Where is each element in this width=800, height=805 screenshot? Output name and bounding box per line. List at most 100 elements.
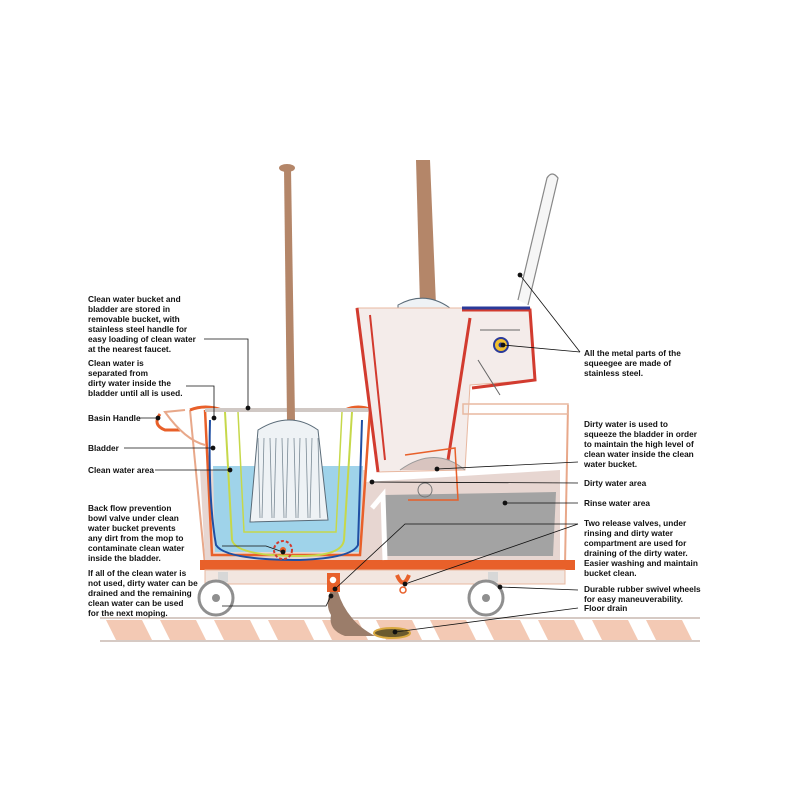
mop-head-left: [249, 419, 329, 523]
floor-tile: [484, 620, 530, 640]
wheel-right-mount: [488, 572, 498, 582]
label-separation: Clean water is separated from dirty wate…: [88, 358, 183, 398]
mop-strand: [261, 437, 265, 519]
leader-dot-dirty-area: [369, 479, 375, 485]
label-rinse-area: Rinse water area: [584, 498, 650, 508]
floor-tile: [268, 620, 314, 640]
leader-drain-reuse: [222, 595, 332, 607]
wringer-link-2: [477, 359, 501, 396]
leader-dot-drain-reuse: [328, 593, 334, 599]
wringer-press-plate: [446, 317, 472, 461]
label-dirty-area: Dirty water area: [584, 478, 647, 488]
label-dirty-use: Dirty water is used to squeeze the bladd…: [584, 419, 697, 469]
rinse-rim: [462, 403, 569, 415]
leader-dot-bladder: [210, 445, 216, 451]
wheels: [197, 572, 505, 617]
leader-dot-release-left: [332, 586, 338, 592]
leader-dot-separation: [211, 415, 217, 421]
mop-strand: [309, 437, 313, 519]
wringer-left-frame: [355, 307, 380, 473]
floor-drain-grate: [373, 627, 411, 639]
label-metal-parts: All the metal parts of the squeegee are …: [584, 348, 681, 378]
leader-separation: [186, 385, 215, 418]
backflow-valve: [273, 540, 293, 560]
leader-dirty-use: [436, 461, 579, 470]
bucket-chassis: [204, 569, 566, 585]
release-valve-left-port: [328, 575, 338, 585]
mop-strand: [305, 437, 309, 519]
leader-dot-rinse-area: [502, 500, 508, 506]
label-drain-reuse: If all of the clean water is not used, d…: [88, 568, 198, 618]
leader-dot-release-right: [402, 581, 408, 587]
leader-dot-floor-drain: [392, 629, 398, 635]
release-valve-right: [395, 574, 411, 585]
floor-tile: [538, 620, 584, 640]
mop-strand: [257, 437, 261, 519]
dirty-tray: [399, 457, 466, 471]
wringer-right-frame: [462, 308, 537, 390]
wringer-lower-frame: [404, 447, 459, 501]
leader-metal-pivot: [502, 344, 581, 353]
label-clean-bucket: Clean water bucket and bladder are store…: [88, 294, 196, 354]
leader-lines: [124, 272, 581, 635]
basin-handle-bracket: [163, 409, 206, 446]
leader-dot-backflow: [280, 549, 286, 555]
label-basin-handle: Basin Handle: [88, 413, 141, 423]
floor-tile: [592, 620, 638, 640]
mop-strand: [285, 437, 289, 519]
label-floor-drain: Floor drain: [584, 603, 628, 613]
leader-clean-bucket: [204, 338, 249, 408]
mop-handle-right: [416, 160, 436, 305]
drained-water-stream: [327, 592, 375, 636]
leader-release-valve-right: [404, 523, 579, 585]
leader-dot-wheels: [497, 584, 503, 590]
wheel-right: [467, 572, 505, 617]
leader-dot-clean-area: [227, 467, 233, 473]
leader-wheels: [499, 586, 579, 591]
leader-release-valve-left: [334, 523, 578, 590]
rinse-divider: [370, 488, 388, 561]
bucket-body: [189, 404, 575, 585]
mop-strand: [293, 437, 297, 519]
label-bladder: Bladder: [88, 443, 119, 453]
floor-tile: [160, 620, 206, 640]
squeegee-lever-handle: [517, 173, 559, 306]
floor-tile: [646, 620, 692, 640]
label-release-valves: Two release valves, under rinsing and di…: [584, 518, 698, 578]
mop-strands-left: [257, 437, 321, 519]
mop-strand: [273, 437, 277, 519]
floor-tile: [106, 620, 152, 640]
mop-strand: [297, 437, 301, 519]
leader-dirty-area: [371, 481, 579, 484]
label-wheels: Durable rubber swivel wheels for easy ma…: [584, 584, 701, 604]
leader-dot-basin-handle: [155, 415, 161, 421]
release-valve-right-port: [399, 586, 407, 594]
bucket-base-rim: [200, 560, 575, 570]
mop-handle-cap-left: [279, 164, 295, 172]
leader-dot-metal-pivot: [500, 342, 506, 348]
basket-inner-outline: [237, 411, 343, 533]
leader-backflow: [222, 545, 284, 553]
leader-floor-drain: [394, 607, 579, 633]
basin-handle: [155, 409, 206, 446]
floor-tile: [430, 620, 476, 640]
wheel-right-hub: [482, 594, 490, 602]
mop-strand: [281, 437, 285, 519]
tray-bolt: [417, 482, 433, 498]
mop-strand: [317, 437, 321, 519]
label-backflow: Back flow prevention bowl valve under cl…: [88, 503, 185, 563]
wheel-left: [197, 572, 235, 617]
squeegee-wringer: [355, 173, 569, 501]
mop-clean-side: [249, 164, 329, 523]
floor-tile: [214, 620, 260, 640]
mop-handle-left: [284, 168, 295, 420]
mop-strand: [269, 437, 273, 519]
leader-dot-dirty-use: [434, 466, 440, 472]
floor: [100, 617, 700, 642]
leader-dot-metal-lever: [517, 272, 523, 278]
wringer-left-inner: [369, 314, 386, 461]
leader-metal-lever: [519, 274, 581, 353]
wheel-left-hub: [212, 594, 220, 602]
